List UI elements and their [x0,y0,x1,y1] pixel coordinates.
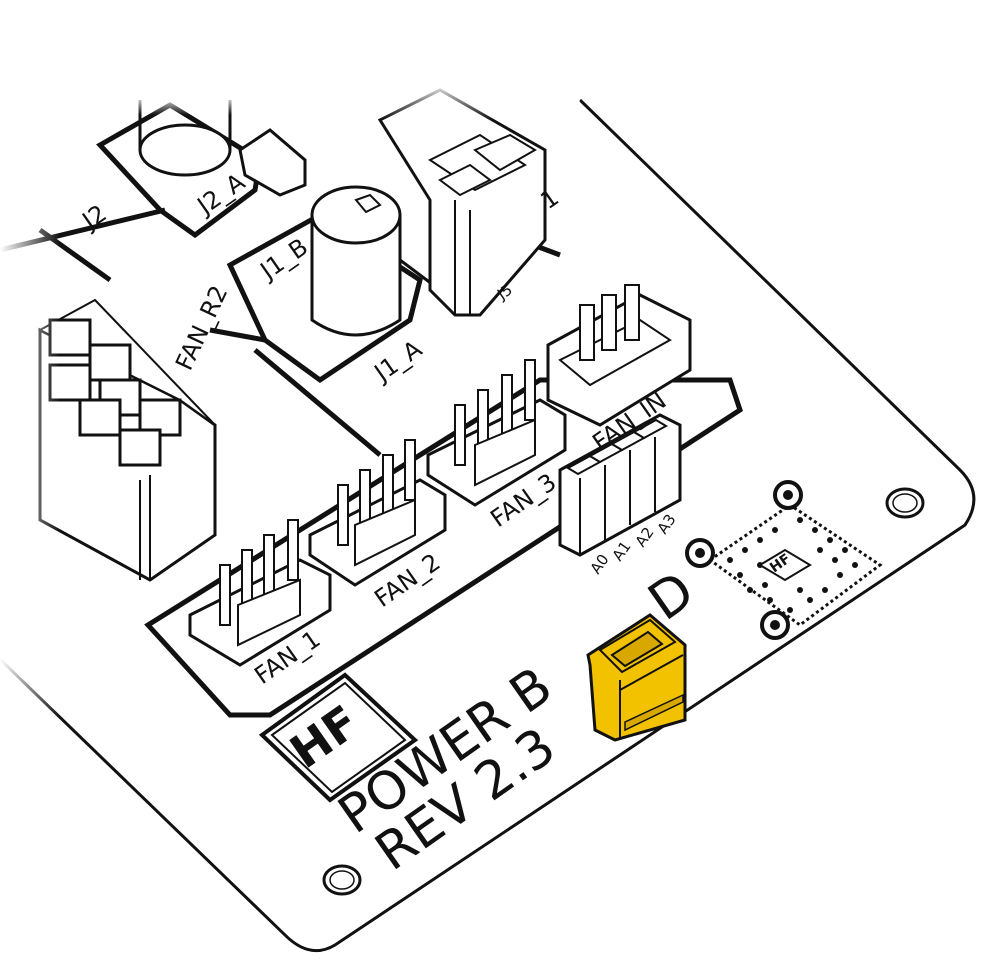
mounting-hole-bottom [322,864,362,896]
jumper-cap-icon [586,613,687,742]
label-j1-b: J1_B [254,233,313,286]
hf-logo-icon [258,672,419,803]
label-fan-r2: FAN_R2 [170,281,233,374]
fan-header-2 [308,439,447,587]
fan-group-silk-box [144,377,743,718]
capacitor-j2 [110,95,240,177]
mounting-hole-right [885,487,925,519]
fan-in-connector [546,284,692,427]
label-a1: A1 [609,538,635,565]
fan-header-3 [426,359,567,507]
capacitor-j1 [310,185,441,337]
qr-code-icon [685,480,883,640]
fan-header-1 [188,519,332,667]
address-header [558,413,682,557]
board-outline [0,98,976,953]
label-a3: A3 [654,511,680,538]
